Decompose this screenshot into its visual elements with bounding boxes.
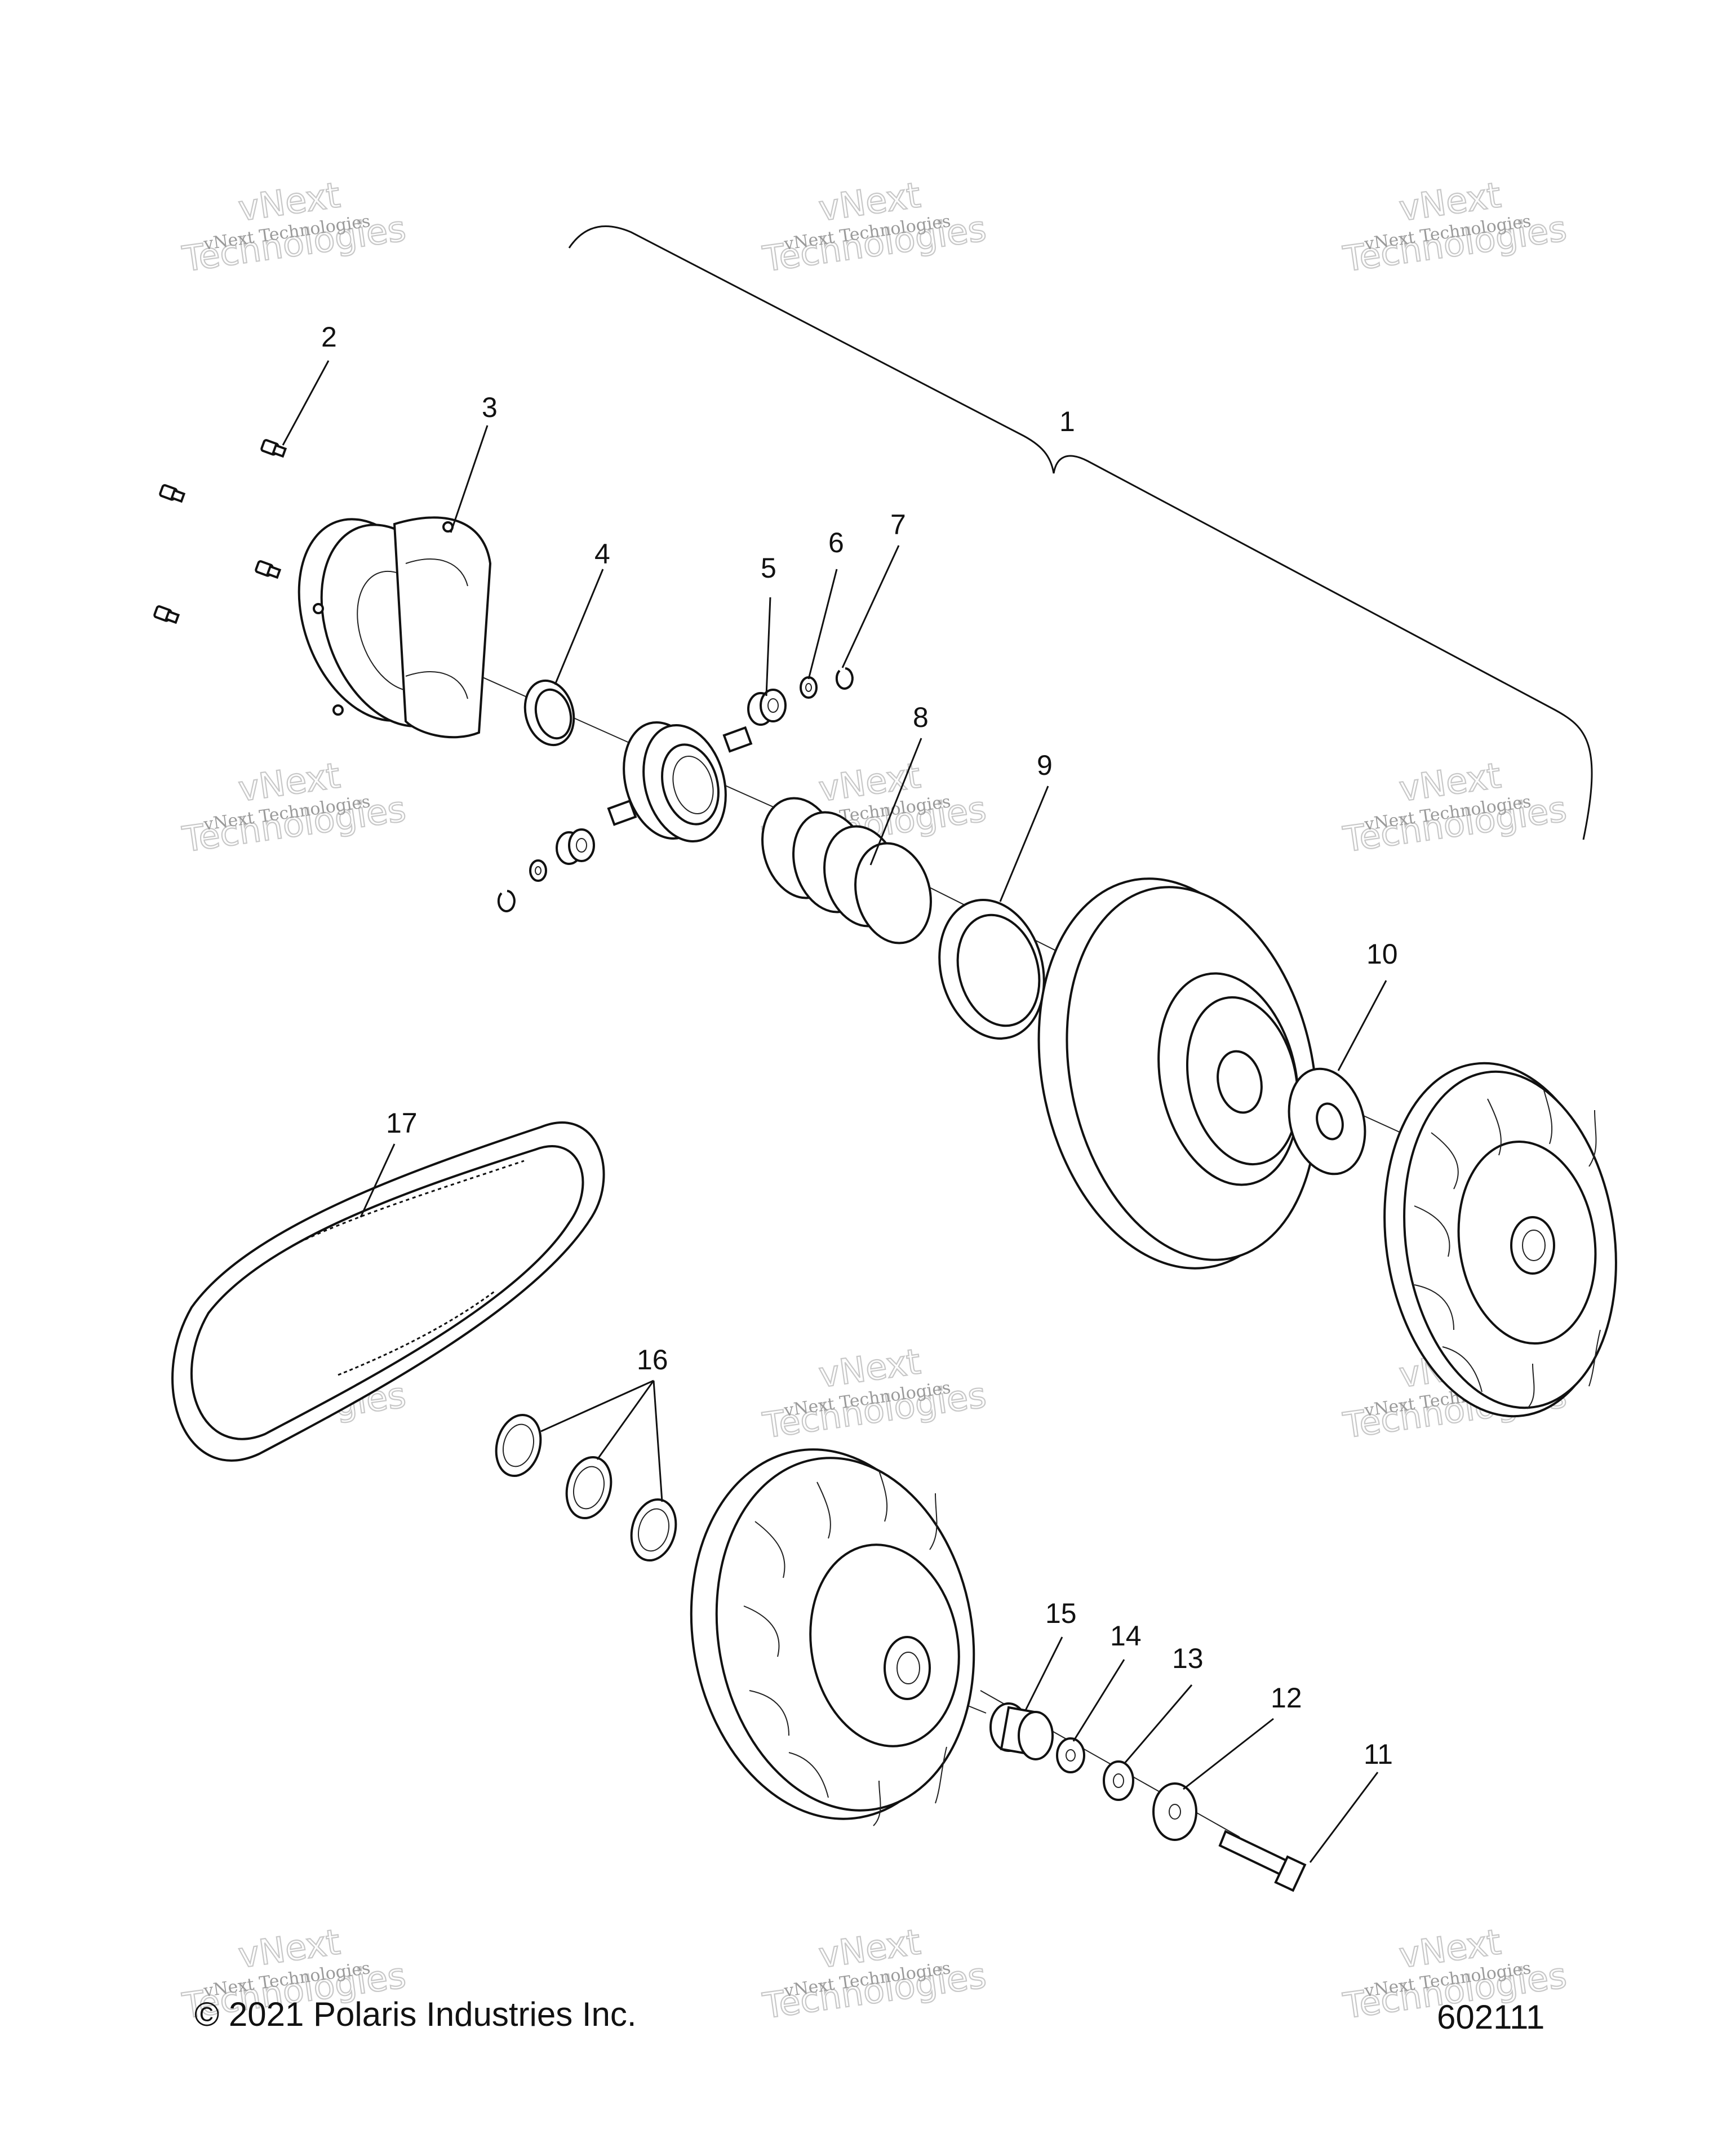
bushing (989, 1702, 1054, 1760)
callout-4: 4 (594, 538, 610, 570)
drive-belt (171, 1121, 605, 1462)
movable-sheave (1037, 877, 1318, 1270)
callout-3: 3 (482, 392, 498, 423)
screw (260, 439, 287, 458)
seal-ring (938, 899, 1045, 1040)
washer (800, 676, 818, 699)
lock-washer (1103, 1760, 1134, 1801)
washer-small (1056, 1737, 1085, 1773)
callout-17: 17 (386, 1107, 418, 1139)
callout-6: 6 (828, 527, 844, 558)
screw-group (153, 439, 287, 624)
bearing (747, 689, 787, 726)
screw (159, 484, 186, 503)
fixed-sheave-lower (690, 1448, 975, 1826)
fixed-sheave-upper (1383, 1062, 1617, 1418)
bearing-hub (607, 721, 753, 843)
assembly-brace (568, 225, 1593, 840)
copyright-text: © 2021 Polaris Industries Inc. (194, 1995, 637, 2033)
callout-5: 5 (761, 552, 776, 584)
callout-7: 7 (890, 509, 906, 540)
screw (255, 560, 282, 579)
flat-washer (1152, 1782, 1197, 1841)
callout-labels: 1 2 3 4 5 6 7 8 9 10 11 12 13 14 15 16 1… (321, 321, 1398, 1770)
callout-8: 8 (913, 702, 929, 733)
shim-washers (495, 1413, 677, 1562)
callout-11: 11 (1364, 1738, 1393, 1770)
callout-12: 12 (1271, 1682, 1302, 1714)
callout-16: 16 (637, 1344, 668, 1376)
fin-pattern-lower (743, 1470, 947, 1826)
washer-lower (529, 859, 547, 882)
spring (761, 797, 932, 944)
callout-1: 1 (1059, 406, 1075, 437)
drawing-number: 602111 (1437, 1998, 1544, 2036)
callout-2: 2 (321, 321, 337, 353)
snap-ring (523, 679, 575, 747)
callout-14: 14 (1110, 1620, 1142, 1652)
callout-15: 15 (1045, 1598, 1077, 1629)
callout-10: 10 (1366, 938, 1398, 970)
screw (153, 605, 180, 624)
leader-lines (282, 360, 1387, 1863)
fin-pattern (1414, 1090, 1601, 1409)
callout-9: 9 (1037, 749, 1053, 781)
bolt (1218, 1830, 1307, 1892)
spacer-washer (1288, 1067, 1366, 1175)
e-clip-lower (497, 890, 516, 912)
cover-assembly (298, 516, 492, 739)
e-clip (835, 667, 854, 690)
callout-13: 13 (1172, 1643, 1204, 1674)
bearing-lower (556, 828, 595, 865)
